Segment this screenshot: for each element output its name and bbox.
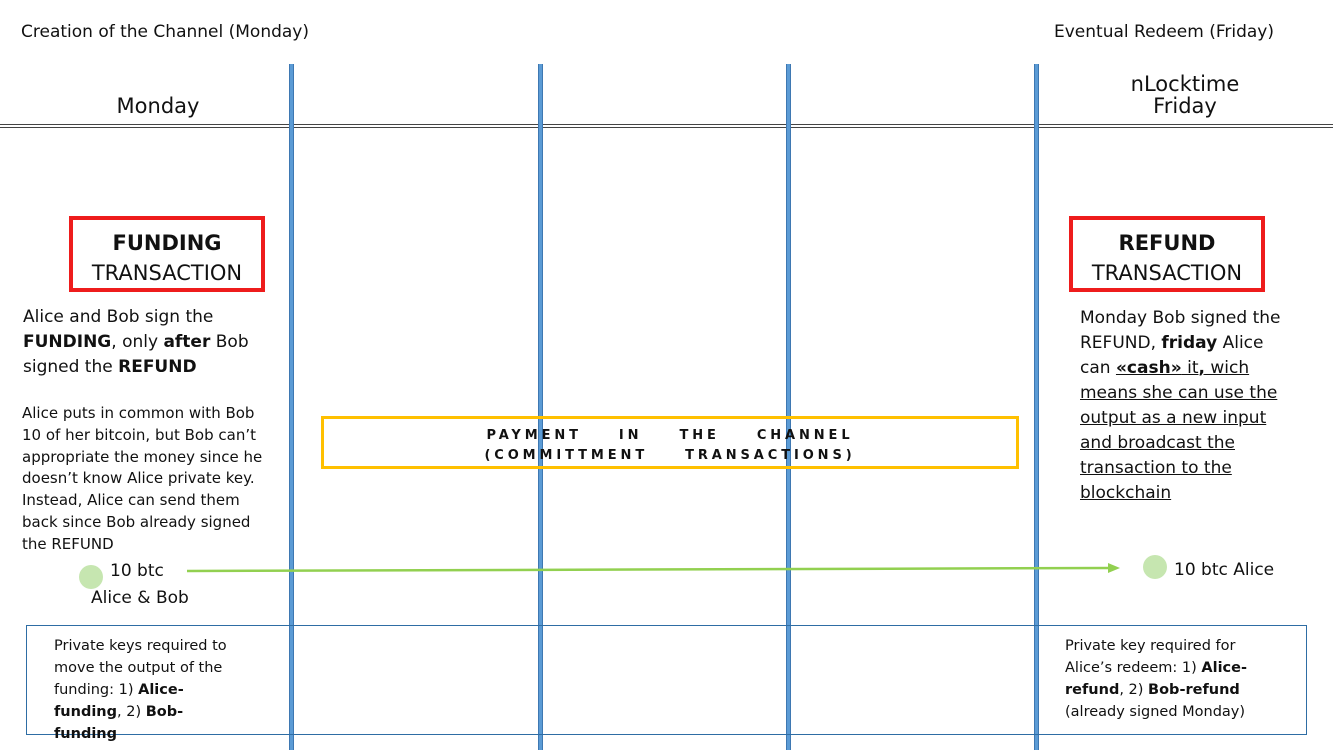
funding-keys-part1: Private keys required to move the output… bbox=[54, 638, 227, 698]
left-day-label: Monday bbox=[116, 94, 200, 118]
nlocktime-label: nLocktime bbox=[1130, 72, 1240, 96]
refund-output-circle bbox=[1143, 555, 1167, 579]
refund-desc-part3: it bbox=[1181, 358, 1199, 378]
refund-keys-part3: (already signed Monday) bbox=[1065, 704, 1246, 720]
vertical-divider-3 bbox=[786, 64, 791, 750]
refund-desc-part1: Monday Bob signed the REFUND, bbox=[1080, 308, 1281, 353]
funding-keys-bold2: Bob-funding bbox=[54, 704, 184, 742]
funding-keys-part2: , 2) bbox=[117, 704, 146, 720]
payment-channel-subtitle: (COMMITTMENT TRANSACTIONS) bbox=[484, 448, 856, 463]
funding-sign-bold3: REFUND bbox=[118, 357, 197, 377]
funding-sign-text: Alice and Bob sign the FUNDING, only aft… bbox=[23, 305, 253, 380]
left-header-title: Creation of the Channel (Monday) bbox=[21, 22, 309, 42]
funding-explanation: Alice puts in common with Bob 10 of her … bbox=[22, 404, 263, 553]
refund-desc-part2: Alice can bbox=[1080, 333, 1264, 378]
funding-box-subtitle: TRANSACTION bbox=[91, 261, 243, 285]
refund-box-subtitle: TRANSACTION bbox=[1091, 261, 1243, 285]
funding-keys-text: Private keys required to move the output… bbox=[54, 635, 244, 745]
vertical-divider-2 bbox=[538, 64, 543, 750]
refund-keys-bold1: Alice-refund bbox=[1065, 660, 1247, 698]
refund-box-title: REFUND bbox=[1118, 231, 1216, 255]
right-day-label: nLocktime Friday bbox=[1100, 73, 1270, 117]
timeline-line bbox=[0, 124, 1333, 128]
refund-keys-part2: , 2) bbox=[1119, 682, 1149, 698]
funding-transaction-box: FUNDING TRANSACTION bbox=[69, 216, 265, 292]
funding-sign-part2: , only bbox=[111, 332, 164, 352]
refund-desc-comma: , bbox=[1198, 358, 1205, 378]
funding-sign-part1: Alice and Bob sign the bbox=[23, 307, 214, 327]
refund-description: Monday Bob signed the REFUND, friday Ali… bbox=[1080, 306, 1295, 506]
funding-output-owner: Alice & Bob bbox=[91, 588, 189, 608]
refund-transaction-box: REFUND TRANSACTION bbox=[1069, 216, 1265, 292]
funding-keys-bold1: Alice-funding bbox=[54, 682, 184, 720]
refund-desc-cash: «cash» bbox=[1115, 358, 1182, 378]
funding-output-circle bbox=[79, 565, 103, 589]
vertical-divider-4 bbox=[1034, 64, 1039, 750]
right-header-title: Eventual Redeem (Friday) bbox=[1054, 22, 1274, 42]
refund-keys-part1: Private key required for Alice’s redeem:… bbox=[1065, 638, 1236, 676]
funding-sign-bold1: FUNDING bbox=[23, 332, 112, 352]
refund-keys-bold2: Bob-refund bbox=[1148, 682, 1240, 698]
private-keys-box bbox=[26, 625, 1307, 735]
payment-channel-title: PAYMENT IN THE CHANNEL bbox=[486, 428, 854, 443]
funding-sign-part3: Bob signed the bbox=[23, 332, 249, 377]
payment-channel-box: PAYMENT IN THE CHANNEL (COMMITTMENT TRAN… bbox=[321, 416, 1019, 469]
funding-box-title: FUNDING bbox=[112, 231, 222, 255]
refund-desc-bold1: friday bbox=[1161, 333, 1218, 353]
funding-sign-bold2: after bbox=[163, 332, 211, 352]
friday-label: Friday bbox=[1153, 94, 1217, 118]
vertical-divider-1 bbox=[289, 64, 294, 750]
funding-output-amount: 10 btc bbox=[110, 561, 164, 581]
refund-keys-text: Private key required for Alice’s redeem:… bbox=[1065, 635, 1265, 723]
refund-desc-underlined: wich means she can use the output as a n… bbox=[1080, 358, 1278, 503]
refund-output-label: 10 btc Alice bbox=[1174, 560, 1275, 580]
